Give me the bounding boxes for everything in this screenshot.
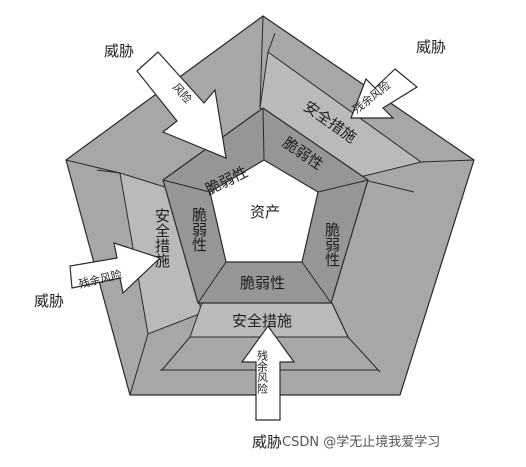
measure-label-bottom: 安全措施 [232,312,292,330]
asset-pentagon [209,159,319,263]
threat-label-top-left: 威胁 [104,42,134,60]
vulnerability-dividers [162,107,369,304]
residual-risk-arrow-left [69,242,162,295]
residual-risk-arrow-top-right [350,68,419,119]
vulnerability-label-bottom: 脆弱性 [240,274,285,292]
threat-label-bottom: 威胁 [252,433,282,451]
risk-arrow [136,51,227,159]
vulnerability-label-right: 脆弱性 [323,221,341,267]
threat-label-left: 威胁 [34,292,64,310]
residual-risk-arrow-bottom [240,324,296,421]
measure-label-left: 安全措施 [153,208,171,269]
asset-label: 资产 [250,203,280,221]
threat-label-top-right: 威胁 [416,38,446,56]
residual-risk-arrow-bottom-label: 残余风险 [256,349,269,395]
watermark: CSDN @学无止境我爱学习 [282,434,440,450]
vulnerability-label-left: 脆弱性 [190,206,208,252]
